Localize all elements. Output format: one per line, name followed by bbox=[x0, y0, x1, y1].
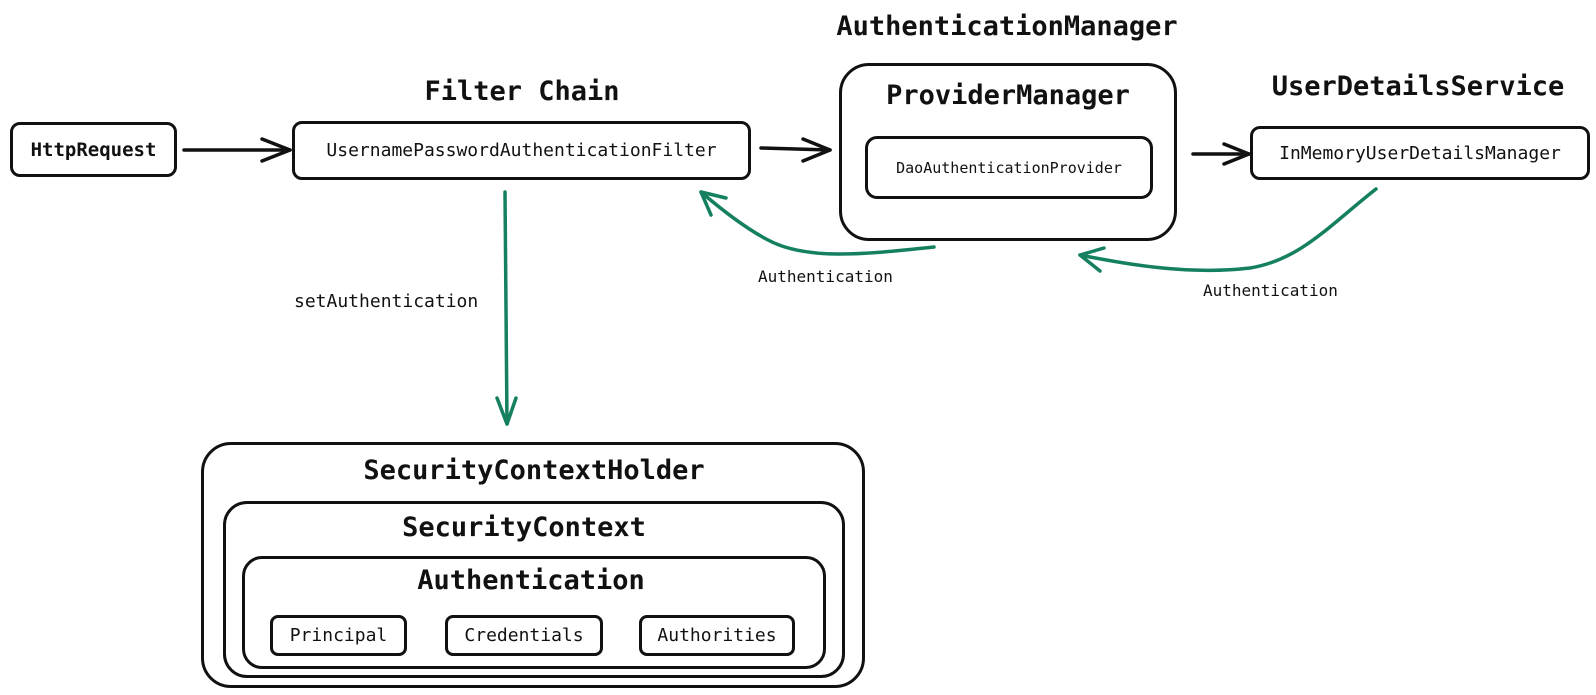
authentication-to-filter-label: Authentication bbox=[758, 267, 893, 286]
authentication-manager-label: AuthenticationManager bbox=[836, 11, 1178, 42]
in-memory-user-details-manager-label: InMemoryUserDetailsManager bbox=[1279, 142, 1561, 164]
set-authentication-arrow bbox=[495, 190, 518, 426]
dao-authentication-provider-node[interactable]: DaoAuthenticationProvider bbox=[865, 136, 1153, 199]
in-memory-user-details-manager-node[interactable]: InMemoryUserDetailsManager bbox=[1250, 126, 1590, 180]
authentication-object[interactable]: Authentication Principal Credentials Aut… bbox=[242, 556, 826, 669]
authorities-label: Authorities bbox=[657, 625, 777, 646]
credentials-label: Credentials bbox=[464, 625, 584, 646]
security-context-holder-title: SecurityContextHolder bbox=[363, 455, 705, 486]
authentication-to-provider-label: Authentication bbox=[1203, 281, 1338, 300]
http-request-label: HttpRequest bbox=[30, 138, 157, 161]
authentication-title: Authentication bbox=[417, 565, 645, 596]
user-details-service-label: UserDetailsService bbox=[1271, 71, 1565, 102]
request-to-filter-arrow bbox=[182, 137, 292, 163]
principal-node[interactable]: Principal bbox=[270, 615, 407, 656]
security-context-holder[interactable]: SecurityContextHolder SecurityContext Au… bbox=[201, 442, 865, 688]
provider-manager-label: ProviderManager bbox=[886, 80, 1130, 111]
http-request-node[interactable]: HttpRequest bbox=[10, 122, 177, 177]
filter-chain-label: Filter Chain bbox=[424, 76, 620, 107]
authentication-to-filter-arrow bbox=[699, 190, 936, 256]
principal-label: Principal bbox=[289, 625, 388, 646]
credentials-node[interactable]: Credentials bbox=[445, 615, 603, 656]
authorities-node[interactable]: Authorities bbox=[639, 615, 795, 656]
dao-authentication-provider-label: DaoAuthenticationProvider bbox=[896, 158, 1122, 177]
security-context-title: SecurityContext bbox=[402, 512, 646, 543]
authentication-to-provider-manager-arrow bbox=[1078, 187, 1378, 273]
filter-to-provider-manager-arrow bbox=[759, 137, 832, 163]
provider-manager-node[interactable]: ProviderManager DaoAuthenticationProvide… bbox=[839, 63, 1177, 241]
username-password-filter-label: UsernamePasswordAuthenticationFilter bbox=[326, 140, 717, 161]
security-context[interactable]: SecurityContext Authentication Principal… bbox=[223, 501, 845, 678]
provider-manager-to-user-details-arrow bbox=[1191, 142, 1251, 166]
set-authentication-label: setAuthentication bbox=[294, 291, 479, 312]
username-password-filter-node[interactable]: UsernamePasswordAuthenticationFilter bbox=[292, 121, 751, 180]
